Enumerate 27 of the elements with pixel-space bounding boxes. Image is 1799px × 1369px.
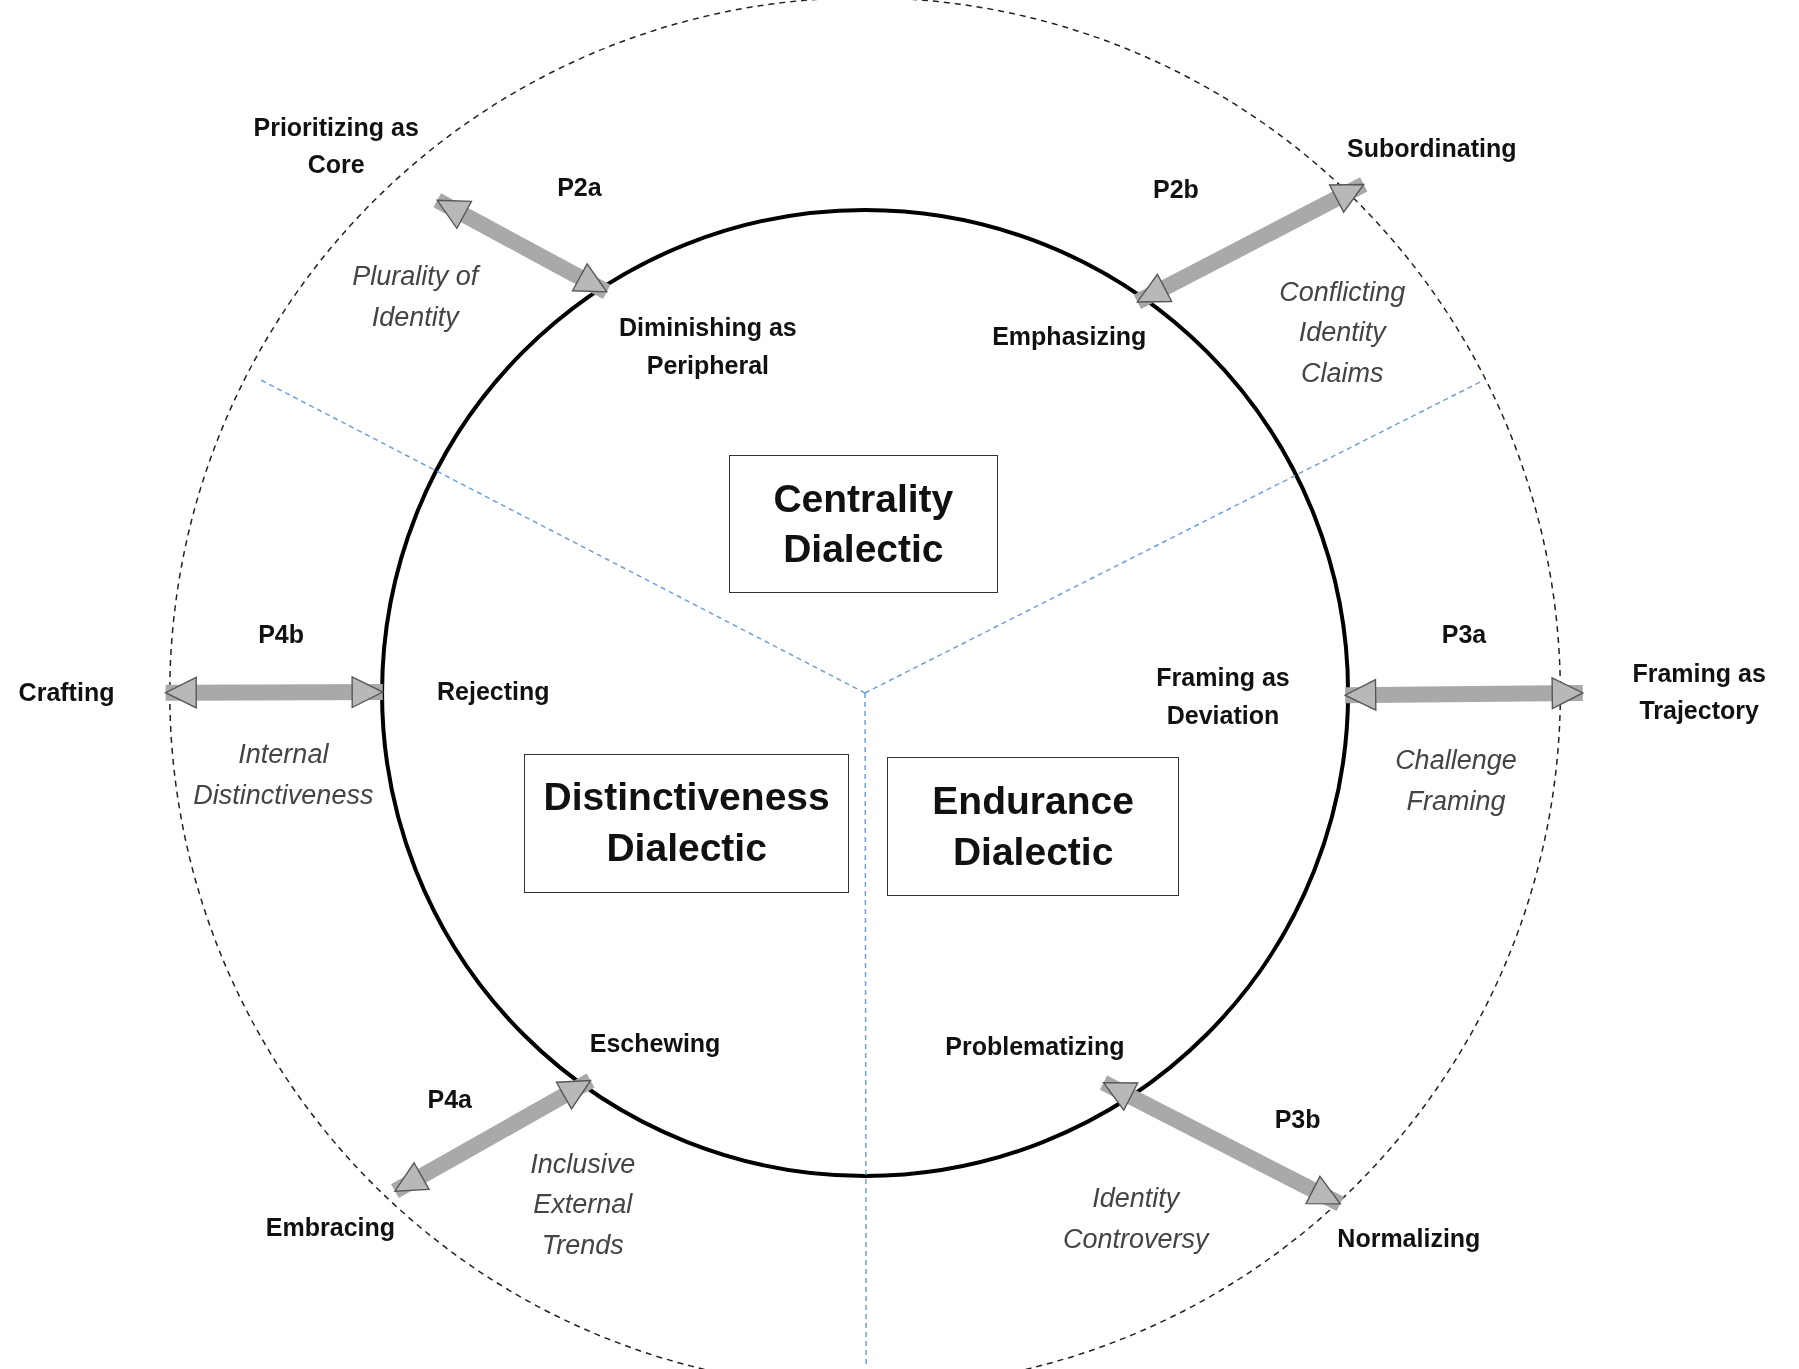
strategy-label: Emphasizing	[971, 318, 1167, 357]
dialectic-box: Centrality Dialectic	[728, 455, 999, 594]
tension-label: Identity Controversy	[1062, 1181, 1211, 1256]
strategy-label: Framing as Trajectory	[1618, 654, 1780, 730]
double-arrow	[164, 676, 384, 709]
strategy-label: Subordinating	[1322, 130, 1541, 168]
double-arrow	[391, 1073, 595, 1199]
strategy-label: Embracing	[250, 1208, 411, 1247]
strategy-label: Diminishing as Peripheral	[593, 309, 823, 384]
strategy-label: Framing as Deviation	[1136, 658, 1310, 734]
dialectic-box: Distinctiveness Dialectic	[524, 753, 849, 893]
double-arrow	[1099, 1075, 1344, 1212]
strategy-label: Problematizing	[925, 1028, 1144, 1067]
strategy-label: Rejecting	[418, 673, 568, 711]
strategy-label: Prioritizing as Core	[227, 108, 446, 184]
double-arrow	[1344, 677, 1584, 711]
double-arrow	[1133, 177, 1368, 310]
tension-label: Conflicting Identity Claims	[1278, 275, 1407, 390]
double-arrow	[433, 193, 611, 299]
dialectic-box: Endurance Dialectic	[886, 757, 1180, 896]
tension-label: Internal Distinctiveness	[192, 737, 375, 812]
tension-label: Inclusive External Trends	[529, 1147, 637, 1262]
strategy-label: Crafting	[3, 674, 130, 712]
tension-label: Plurality of Identity	[351, 259, 482, 334]
tension-label: Challenge Framing	[1394, 743, 1518, 818]
strategy-label: Eschewing	[574, 1025, 736, 1063]
strategy-label: Normalizing	[1317, 1220, 1501, 1258]
